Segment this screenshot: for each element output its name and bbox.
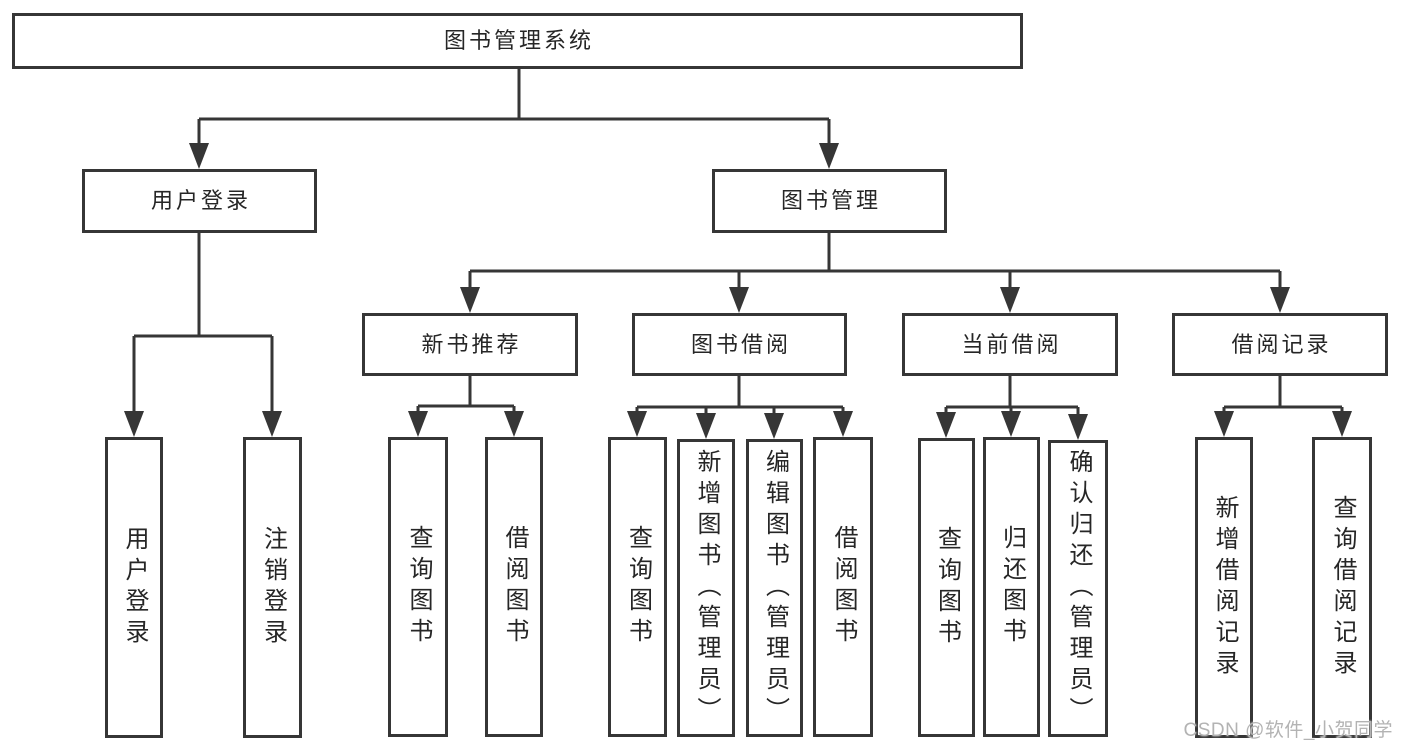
leaf-label: 归还图书 [998, 525, 1026, 649]
connector-paths [132, 69, 1344, 417]
csdn-watermark: CSDN @软件_小贺同学 [1183, 720, 1393, 741]
node-label: 用户登录 [150, 188, 251, 213]
node-book-management: 图书管理 [712, 169, 947, 233]
leaf-label: 确认归还（管理员） [1065, 449, 1092, 728]
leaf-label: 借阅图书 [501, 525, 528, 649]
leaf-label: 新增借阅记录 [1211, 494, 1238, 681]
leaf-label: 借阅图书 [830, 525, 857, 649]
leaf-user-login: 用户登录 [105, 437, 163, 738]
node-current-borrow: 当前借阅 [902, 313, 1118, 376]
node-label: 当前借阅 [961, 331, 1062, 357]
leaf-nb-query-books: 查询图书 [388, 437, 448, 737]
leaf-br-add-record: 新增借阅记录 [1195, 437, 1253, 738]
leaf-nb-borrow-books: 借阅图书 [485, 437, 543, 737]
node-new-book-recommend: 新书推荐 [362, 313, 578, 376]
node-borrow-records: 借阅记录 [1172, 313, 1388, 376]
leaf-bb-add-books-admin: 新增图书（管理员） [677, 439, 735, 737]
leaf-cb-confirm-return-admin: 确认归还（管理员） [1048, 440, 1108, 737]
leaf-cb-query-books: 查询图书 [918, 438, 975, 737]
leaf-label: 用户登录 [121, 525, 148, 650]
leaf-bb-borrow-books: 借阅图书 [813, 437, 873, 737]
leaf-bb-edit-books-admin: 编辑图书（管理员） [746, 439, 803, 737]
leaf-label: 查询图书 [933, 525, 961, 650]
node-label: 图书借阅 [690, 331, 791, 357]
node-book-borrow: 图书借阅 [632, 313, 847, 376]
leaf-logout-login: 注销登录 [243, 437, 302, 738]
arrowheads [124, 143, 1352, 440]
leaf-cb-return-books: 归还图书 [983, 437, 1040, 737]
leaf-label: 查询借阅记录 [1329, 494, 1356, 681]
node-label: 图书管理系统 [443, 28, 594, 53]
node-root-system: 图书管理系统 [12, 13, 1023, 69]
node-label: 新书推荐 [421, 331, 522, 357]
leaf-label: 注销登录 [259, 525, 287, 650]
leaf-label: 编辑图书（管理员） [761, 448, 789, 728]
leaf-label: 查询图书 [405, 525, 432, 649]
leaf-label: 新增图书（管理员） [693, 448, 720, 728]
node-label: 借阅记录 [1231, 331, 1332, 357]
node-label: 图书管理 [780, 188, 881, 213]
leaf-br-query-record: 查询借阅记录 [1312, 437, 1372, 738]
leaf-bb-query-books: 查询图书 [608, 437, 667, 737]
node-user-login: 用户登录 [82, 169, 317, 233]
leaf-label: 查询图书 [624, 525, 652, 649]
